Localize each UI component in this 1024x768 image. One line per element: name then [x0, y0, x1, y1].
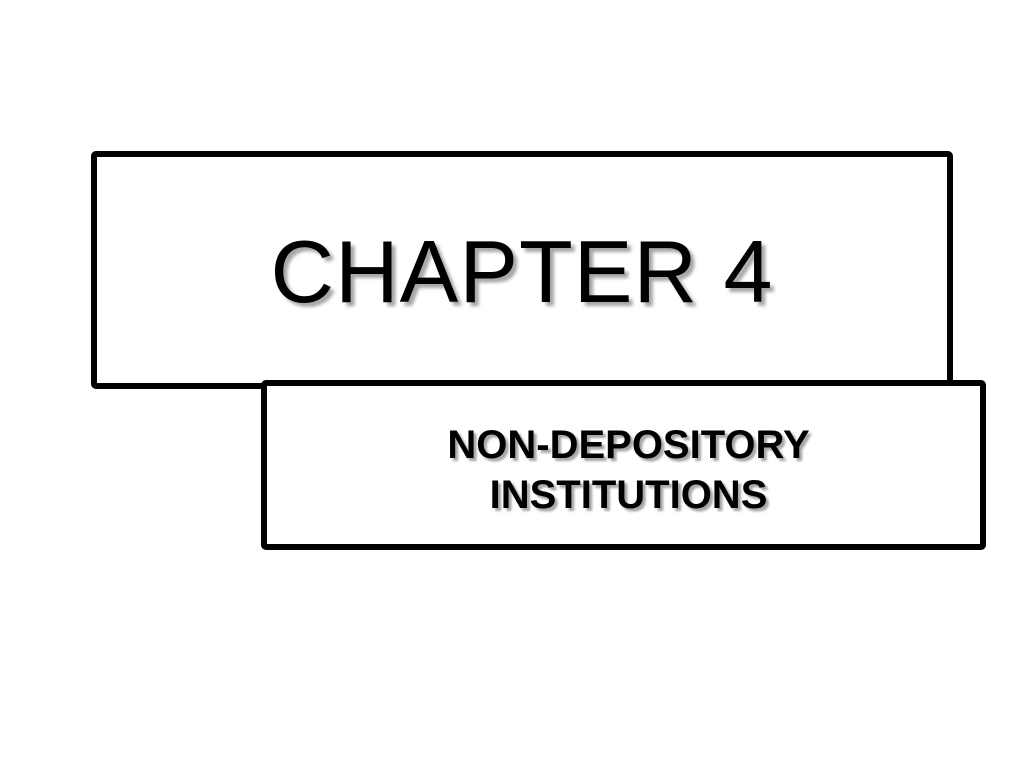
title-box: CHAPTER 4 — [91, 151, 953, 389]
subtitle-line-2: INSTITUTIONS — [489, 473, 768, 517]
slide-subtitle: NON-DEPOSITORY INSTITUTIONS — [437, 420, 809, 520]
subtitle-box: NON-DEPOSITORY INSTITUTIONS — [261, 380, 986, 550]
slide-title: CHAPTER 4 — [270, 222, 774, 321]
subtitle-line-1: NON-DEPOSITORY — [447, 423, 810, 467]
